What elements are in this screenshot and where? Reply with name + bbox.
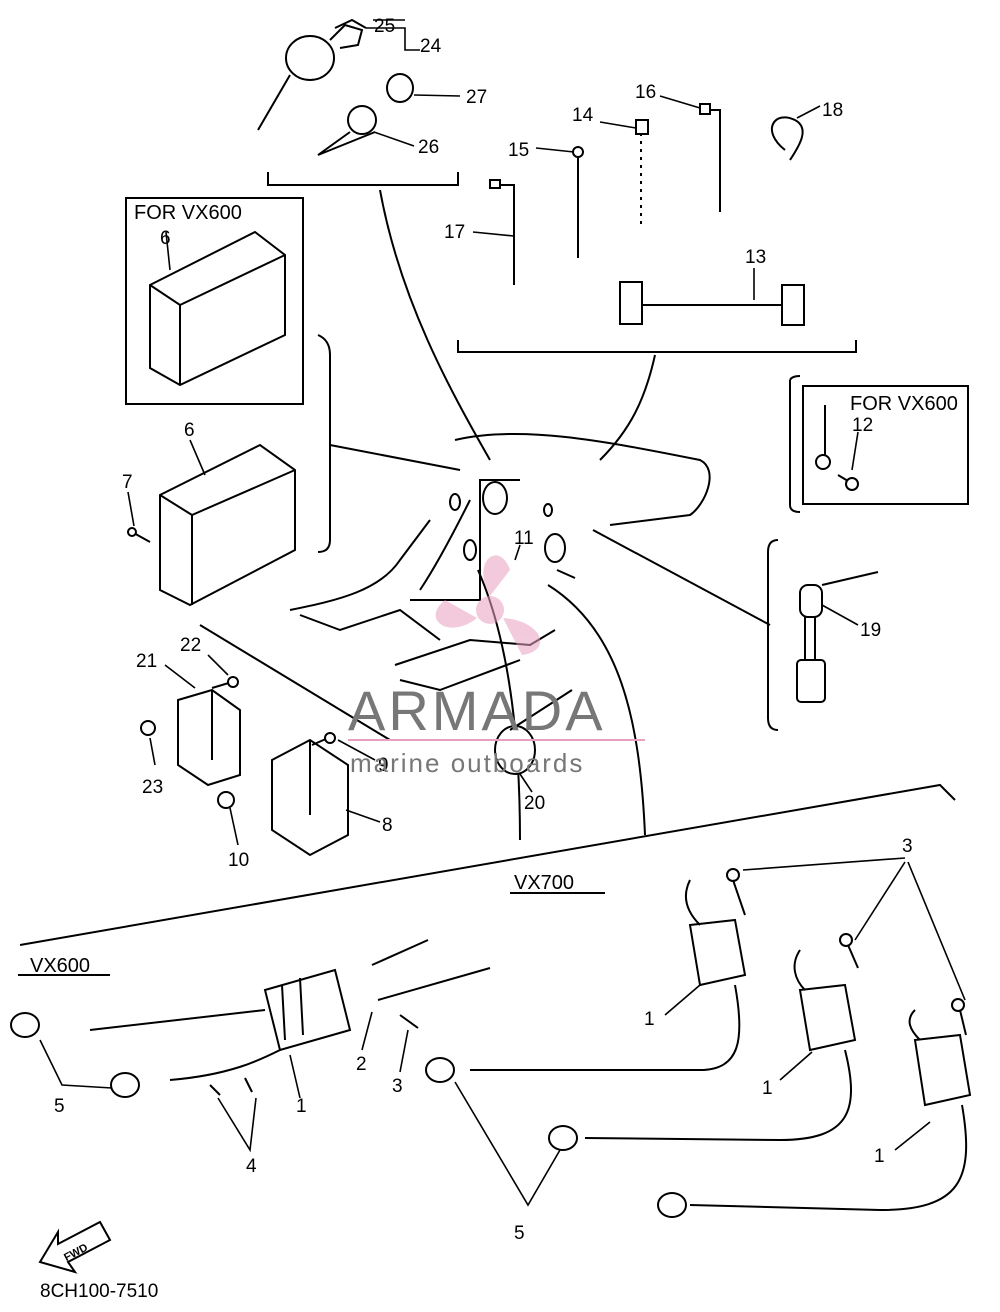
wire-harness-assembly <box>199 189 771 841</box>
callout-14: 14 <box>572 105 594 126</box>
cdi-unit-group <box>127 334 331 607</box>
watermark-brand: ARMADA <box>348 679 606 742</box>
callout-1c: 1 <box>874 1146 885 1167</box>
vx700-label: VX700 <box>514 872 574 894</box>
callout-27: 27 <box>466 87 487 108</box>
clamps-bands-group <box>457 95 857 353</box>
vx700-coils-group <box>425 857 972 1218</box>
callout-25: 25 <box>374 16 395 37</box>
fwd-arrow-icon: FWD <box>38 1220 112 1274</box>
callout-19: 19 <box>860 620 881 641</box>
callout-15: 15 <box>508 140 529 161</box>
callout-16: 16 <box>635 82 656 103</box>
callout-11: 11 <box>514 528 534 549</box>
callout-23: 23 <box>142 777 163 798</box>
armada-watermark-logo <box>435 555 541 655</box>
main-switch-group <box>257 18 461 186</box>
fuse-holder-group <box>767 539 879 731</box>
vx600-coil-group <box>10 939 491 1153</box>
callout-8: 8 <box>382 815 393 836</box>
callout-20: 20 <box>524 793 545 814</box>
vx600-label: VX600 <box>30 955 90 977</box>
callout-24: 24 <box>420 36 442 57</box>
callout-7: 7 <box>122 472 133 493</box>
callout-21: 21 <box>136 651 157 672</box>
callout-26: 26 <box>418 137 439 158</box>
callout-5b: 5 <box>514 1223 525 1244</box>
watermark-tagline: marine outboards <box>350 748 584 778</box>
callout-1a: 1 <box>644 1009 655 1030</box>
callout-9: 9 <box>378 755 389 776</box>
callout-4: 4 <box>246 1156 257 1177</box>
callout-13: 13 <box>745 247 766 268</box>
for-vx600-label-b: FOR VX600 <box>850 393 958 415</box>
callout-12: 12 <box>852 415 873 436</box>
callout-6a: 6 <box>160 228 171 249</box>
callout-3b: 3 <box>392 1076 403 1097</box>
callout-10: 10 <box>228 850 249 871</box>
callout-6b: 6 <box>184 420 195 441</box>
vx600-ground-box <box>789 375 969 513</box>
for-vx600-label-a: FOR VX600 <box>134 202 242 224</box>
callout-3a: 3 <box>902 836 913 857</box>
lower-section-bracket <box>19 783 956 946</box>
callout-1d: 1 <box>296 1096 307 1117</box>
callout-2: 2 <box>356 1054 367 1075</box>
callout-1b: 1 <box>762 1078 773 1099</box>
callout-5a: 5 <box>54 1096 65 1117</box>
callout-18: 18 <box>822 100 843 121</box>
callout-22: 22 <box>180 635 201 656</box>
diagram-code: 8CH100-7510 <box>40 1281 158 1302</box>
relay-group <box>140 654 573 857</box>
vx600-cdi-box <box>125 197 304 405</box>
callout-17: 17 <box>444 222 465 243</box>
